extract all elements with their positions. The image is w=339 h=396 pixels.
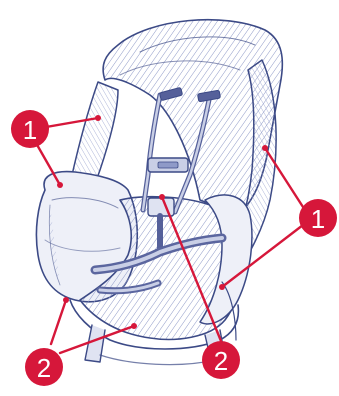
callout-1-left-label: 1 [23,115,37,145]
car-seat-sketch-icon [36,20,282,365]
callout-1-right-label: 1 [311,204,325,234]
callout-2-right: 2 [202,341,240,379]
callout-2-right-label: 2 [214,346,228,376]
callout-1-left: 1 [11,110,49,148]
callout-2-left: 2 [25,348,63,386]
callout-2-left-label: 2 [37,353,51,383]
callout-1-right: 1 [299,199,337,237]
